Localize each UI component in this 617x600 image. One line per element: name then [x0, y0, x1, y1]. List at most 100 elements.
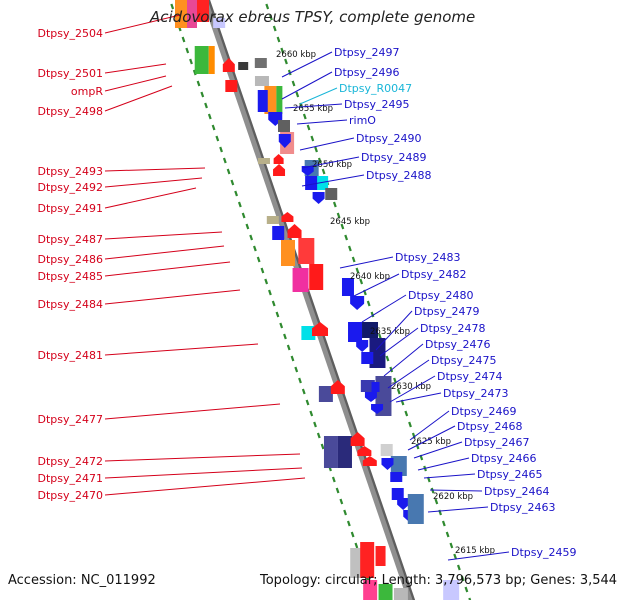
gene-label-right: Dtpsy_R0047: [339, 82, 412, 95]
leader-line: [104, 245, 225, 260]
gene-block: [309, 264, 324, 290]
gene-block: [337, 436, 352, 468]
gene-block: [292, 268, 309, 292]
leader-line: [429, 489, 483, 492]
gene-arrow-down: [350, 296, 365, 310]
leader-line: [104, 231, 223, 240]
gene-label-right: Dtpsy_2476: [425, 338, 491, 351]
gene-arrow-down: [278, 134, 291, 148]
outer-dotted-track: [350, 531, 355, 538]
gene-arrow-up: [312, 322, 329, 336]
gene-block: [380, 444, 393, 456]
outer-dotted-track: [249, 234, 254, 241]
inner-dotted-track: [449, 542, 454, 549]
gene-block: [213, 18, 226, 28]
leader-line: [395, 392, 442, 403]
outer-dotted-track: [294, 366, 299, 373]
outer-dotted-track: [196, 80, 201, 87]
gene-block: [369, 338, 386, 368]
gene-arrow-up: [281, 212, 294, 222]
gene-label-left: Dtpsy_2491: [37, 202, 103, 215]
leader-line: [104, 75, 167, 92]
outer-dotted-track: [264, 278, 269, 285]
inner-dotted-track: [295, 91, 300, 98]
gene-arrow-down: [301, 166, 314, 176]
leader-line: [409, 410, 450, 441]
inner-dotted-track: [272, 25, 277, 32]
accession-text: Accession: NC_011992: [8, 573, 156, 588]
gene-label-left: Dtpsy_2492: [37, 181, 103, 194]
gene-arrow-down: [364, 392, 377, 402]
gene-arrow-down: [371, 404, 384, 414]
gene-block: [393, 588, 408, 600]
gene-block: [391, 488, 404, 500]
outer-dotted-track: [331, 476, 336, 483]
outer-dotted-track: [185, 47, 190, 54]
leader-line: [296, 119, 348, 125]
gene-block: [254, 58, 267, 68]
leader-line: [104, 14, 181, 34]
gene-block: [363, 580, 378, 600]
outer-dotted-track: [309, 410, 314, 417]
kbp-tick-label: 2650 kbp: [312, 160, 352, 170]
outer-dotted-track: [346, 520, 351, 527]
inner-dotted-track: [460, 575, 465, 582]
gene-block: [257, 158, 270, 164]
outer-dotted-track: [339, 498, 344, 505]
outer-dotted-track: [207, 113, 212, 120]
gene-label-left: Dtpsy_2485: [37, 270, 103, 283]
leader-line: [413, 441, 463, 459]
gene-block: [443, 580, 460, 600]
outer-dotted-track: [256, 256, 261, 263]
gene-block: [272, 226, 285, 240]
inner-dotted-track: [393, 377, 397, 384]
gene-block: [225, 80, 238, 92]
outer-dotted-track: [320, 443, 325, 450]
gene-label-right: Dtpsy_2467: [464, 436, 530, 449]
outer-dotted-track: [181, 36, 186, 43]
outer-dotted-track: [241, 212, 246, 219]
gene-label-right: Dtpsy_2465: [477, 468, 543, 481]
inner-dotted-track: [314, 146, 318, 153]
backbone-shadow: [205, 0, 416, 600]
gene-label-right: Dtpsy_2466: [471, 452, 537, 465]
inner-dotted-track: [336, 212, 341, 219]
leader-line: [104, 289, 241, 305]
gene-arrow-up: [350, 432, 365, 446]
inner-dotted-track: [284, 58, 288, 65]
gene-label-right: Dtpsy_2479: [414, 305, 480, 318]
outer-dotted-track: [230, 179, 235, 186]
inner-dotted-track: [453, 553, 458, 560]
inner-dotted-track: [404, 410, 409, 417]
gene-label-left: Dtpsy_2487: [37, 233, 103, 246]
kbp-tick-label: 2625 kbp: [411, 437, 451, 447]
gene-block: [305, 176, 318, 190]
gene-label-right: Dtpsy_2473: [443, 387, 509, 400]
gene-label-right: Dtpsy_2468: [457, 420, 523, 433]
inner-dotted-track: [370, 311, 375, 318]
inner-dotted-track: [464, 586, 469, 593]
map-title: Acidovorax ebreus TPSY, complete genome: [150, 8, 476, 26]
gene-label-left: Dtpsy_2493: [37, 165, 103, 178]
outer-dotted-track: [305, 399, 310, 406]
outer-dotted-track: [219, 146, 223, 153]
gene-label-left: Dtpsy_2504: [37, 27, 103, 40]
inner-dotted-track: [287, 69, 292, 76]
outer-dotted-track: [234, 190, 239, 197]
gene-arrow-up: [287, 224, 302, 238]
backbone-line: [202, 0, 413, 600]
inner-dotted-track: [468, 597, 472, 600]
leader-line: [104, 167, 206, 172]
inner-dotted-track: [276, 36, 281, 43]
gene-label-right: Dtpsy_2489: [361, 151, 427, 164]
inner-dotted-track: [385, 355, 390, 362]
gene-block: [348, 322, 363, 342]
outer-dotted-track: [271, 300, 276, 307]
gene-arrow-up: [222, 58, 235, 72]
inner-dotted-track: [306, 124, 311, 131]
leader-line: [379, 327, 419, 357]
leader-line: [447, 551, 510, 561]
kbp-tick-label: 2660 kbp: [276, 50, 316, 60]
inner-dotted-track: [332, 201, 337, 208]
gene-label-left: Dtpsy_2498: [37, 105, 103, 118]
